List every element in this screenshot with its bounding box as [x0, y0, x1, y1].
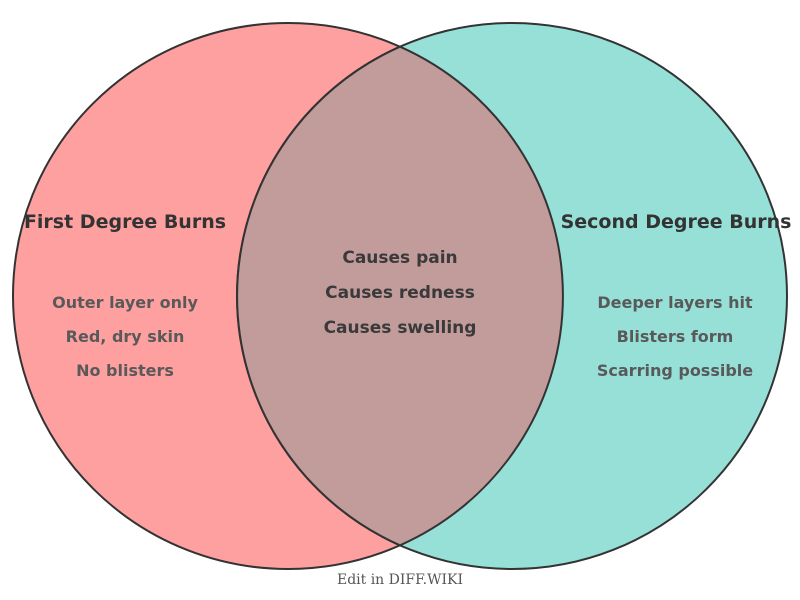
list-item: Scarring possible	[596, 361, 754, 380]
intersection-lens	[236, 45, 564, 547]
right-set-title: Second Degree Burns	[560, 211, 792, 233]
list-item: Causes pain	[342, 248, 458, 268]
intersection-items: Causes pain Causes redness Causes swelli…	[300, 241, 500, 346]
left-set-items: Outer layer only Red, dry skin No bliste…	[2, 286, 248, 388]
list-item: Causes swelling	[323, 318, 477, 338]
edit-watermark-link[interactable]: Edit in DIFF.WIKI	[336, 572, 464, 588]
list-item: Blisters form	[616, 327, 734, 346]
list-item: Deeper layers hit	[597, 293, 753, 312]
list-item: Causes redness	[325, 283, 475, 303]
list-item: Outer layer only	[52, 293, 198, 312]
right-set-items: Deeper layers hit Blisters form Scarring…	[563, 286, 787, 388]
list-item: No blisters	[76, 361, 174, 380]
list-item: Red, dry skin	[65, 327, 185, 346]
left-set-title: First Degree Burns	[23, 211, 227, 233]
